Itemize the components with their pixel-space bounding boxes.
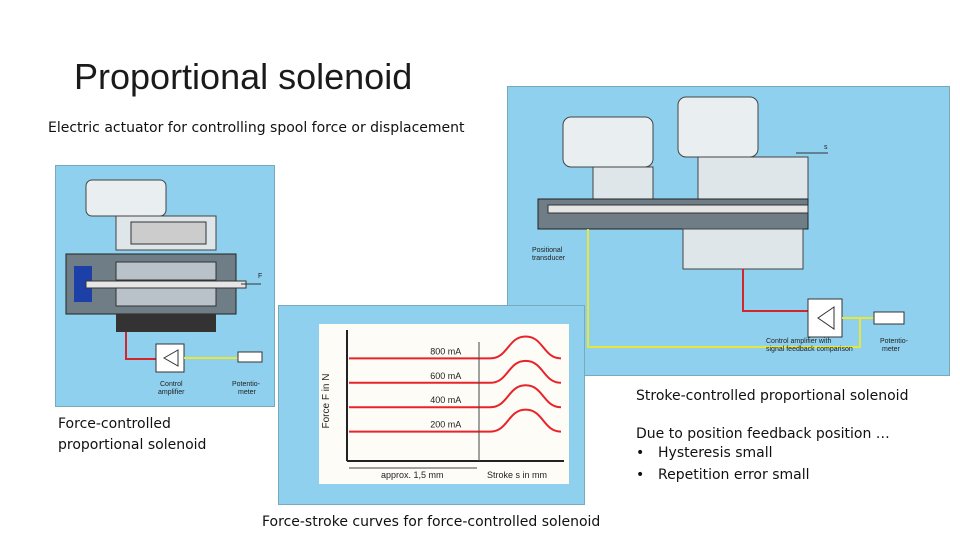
series-line-600-ma <box>349 359 562 384</box>
series-line-800-ma <box>349 335 562 360</box>
positional-transducer-label: Positional <box>532 247 563 254</box>
series-label: 200 mA <box>430 420 461 430</box>
feedback-note: Due to position feedback position … •Hys… <box>636 426 890 486</box>
feedback-item: •Repetition error small <box>636 467 810 483</box>
control-amplifier-label: Control <box>160 381 183 388</box>
svg-text:meter: meter <box>882 346 901 353</box>
force-label: F <box>258 273 262 280</box>
series-line-400-ma <box>348 384 562 409</box>
stroke-control-amplifier-label: Control amplifier with <box>766 338 831 345</box>
chart-caption: Force-stroke curves for force-controlled… <box>262 514 601 530</box>
chart-series-group: 800 mA 600 mA 400 mA 200 mA <box>348 335 562 433</box>
potentiometer-label: Potentio- <box>232 381 261 388</box>
x-axis-label: Stroke s in mm <box>487 470 547 480</box>
force-controlled-caption-line2: proportional solenoid <box>58 437 207 453</box>
series-line-200-ma <box>348 408 562 433</box>
svg-text:signal feedback comparison: signal feedback comparison <box>766 346 853 353</box>
stroke-controlled-caption: Stroke-controlled proportional solenoid <box>636 388 909 404</box>
slide-title: Proportional solenoid <box>74 56 413 97</box>
y-axis-label: Force F in N <box>321 373 332 428</box>
series-label: 400 mA <box>430 395 461 405</box>
force-controlled-solenoid-drawing: F Control amplifier Potentio- meter <box>65 179 263 396</box>
stroke-controlled-solenoid-drawing: s Positional transducer Control amplifie… <box>532 96 909 353</box>
slide-subtitle: Electric actuator for controlling spool … <box>48 120 465 136</box>
force-stroke-chart-figure: 800 mA 600 mA 400 mA 200 mA Force F in N ap… <box>278 305 585 505</box>
svg-text:meter: meter <box>238 389 257 396</box>
stroke-label: s <box>824 144 828 151</box>
force-controlled-caption-line1: Force-controlled <box>58 416 171 432</box>
series-label: 800 mA <box>430 346 461 356</box>
approx-label: approx. 1,5 mm <box>381 470 444 480</box>
svg-text:transducer: transducer <box>532 255 566 262</box>
feedback-item: •Hysteresis small <box>636 445 773 461</box>
force-stroke-chart: 800 mA 600 mA 400 mA 200 mA Force F in N ap… <box>319 324 569 484</box>
stroke-potentiometer-label: Potentio- <box>880 338 909 345</box>
force-controlled-solenoid-figure: F Control amplifier Potentio- meter <box>55 165 275 407</box>
feedback-heading: Due to position feedback position … <box>636 426 890 442</box>
series-label: 600 mA <box>430 371 461 381</box>
svg-text:amplifier: amplifier <box>158 389 185 396</box>
